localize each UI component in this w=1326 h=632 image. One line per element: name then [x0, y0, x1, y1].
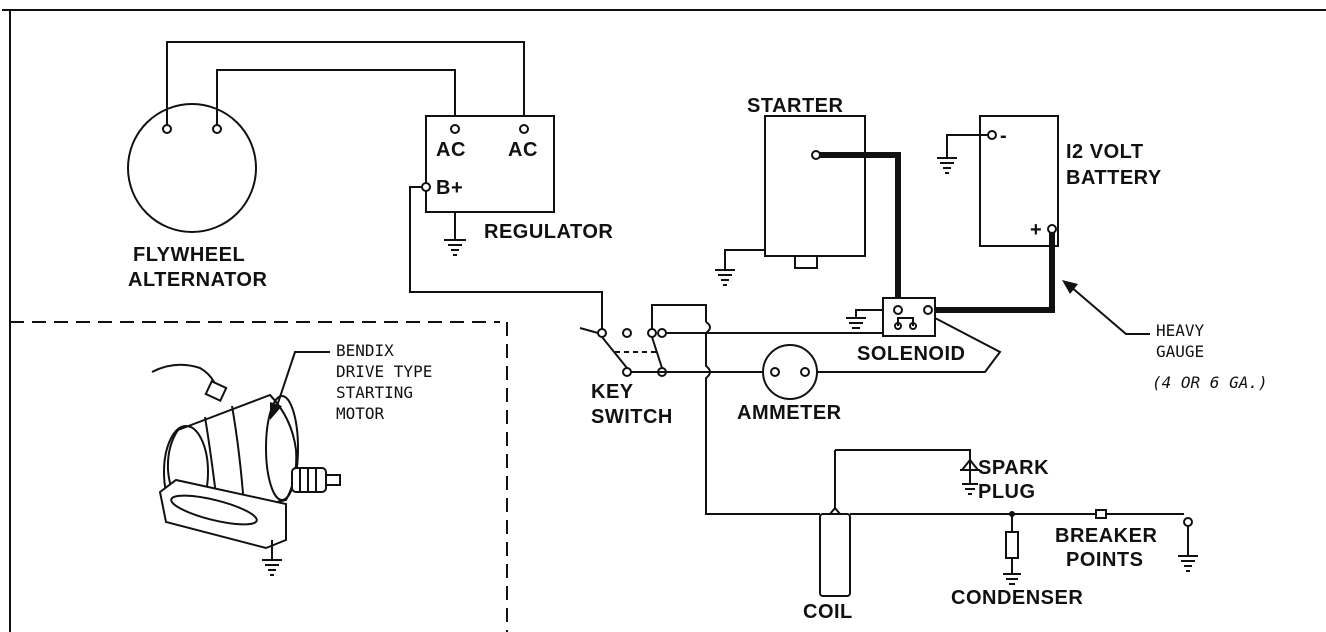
starter-ground-icon — [715, 249, 765, 286]
breaker-points-label-2: POINTS — [1066, 549, 1143, 571]
starter-label: STARTER — [747, 95, 844, 117]
key-switch-label-2: SWITCH — [591, 406, 673, 428]
flywheel-alternator-label-2: ALTERNATOR — [128, 269, 267, 291]
bendix-starting-motor-drawing — [151, 363, 341, 576]
spark-plug-label: SPARK — [978, 457, 1049, 479]
battery-label: I2 VOLT — [1066, 141, 1144, 163]
regulator: AC AC B+ REGULATOR — [421, 115, 613, 243]
heavy-gauge-label-2: GAUGE — [1156, 342, 1204, 361]
b-plus-wire — [409, 186, 603, 330]
regulator-label: REGULATOR — [484, 221, 613, 243]
battery: - + I2 VOLT BATTERY — [979, 115, 1162, 247]
heavy-gauge-label: HEAVY — [1156, 321, 1205, 340]
ammeter: AMMETER — [737, 344, 842, 424]
bendix-callout: BENDIX DRIVE TYPE STARTING MOTOR — [270, 341, 432, 423]
regulator-ac-right-label: AC — [508, 139, 538, 161]
starter-heavy-cable — [820, 152, 901, 308]
battery-heavy-cable — [928, 233, 1055, 313]
regulator-ac-left-label: AC — [436, 139, 466, 161]
battery-ground-icon — [937, 134, 988, 174]
heavy-gauge-annotation: HEAVY GAUGE (4 OR 6 GA.) — [1062, 280, 1268, 392]
solenoid-bracket — [934, 317, 1002, 373]
condenser-label: CONDENSER — [951, 587, 1083, 609]
breaker-points-label: BREAKER — [1055, 525, 1157, 547]
bendix-label-3: STARTING — [336, 383, 413, 402]
battery-pos-label: + — [1030, 219, 1042, 241]
bendix-label: BENDIX — [336, 341, 394, 360]
bendix-label-4: MOTOR — [336, 404, 385, 423]
regulator-b-plus-label: B+ — [436, 177, 463, 199]
solenoid-label: SOLENOID — [857, 343, 965, 365]
flywheel-alternator-label: FLYWHEEL — [133, 244, 245, 266]
solenoid: SOLENOID — [857, 297, 965, 365]
starter: STARTER — [747, 95, 866, 269]
coil-label: COIL — [803, 601, 853, 623]
battery-label-2: BATTERY — [1066, 167, 1162, 189]
coil: COIL — [803, 450, 853, 623]
solenoid-ground-icon — [846, 309, 883, 329]
condenser: CONDENSER — [951, 511, 1083, 609]
spark-plug-label-2: PLUG — [978, 481, 1036, 503]
key-switch-label: KEY — [591, 381, 634, 403]
ignition-feed-wire — [705, 321, 820, 515]
breaker-points: BREAKER POINTS — [1055, 509, 1198, 572]
ammeter-label: AMMETER — [737, 402, 842, 424]
alternator-ac-wires — [166, 41, 525, 125]
key-switch-top-bus — [651, 304, 707, 329]
heavy-gauge-label-3: (4 OR 6 GA.) — [1152, 373, 1268, 392]
spark-plug: SPARK PLUG — [835, 449, 1049, 503]
key-switch: KEY SWITCH — [579, 327, 673, 428]
bendix-inset-frame — [10, 321, 508, 632]
flywheel-alternator: FLYWHEEL ALTERNATOR — [127, 103, 267, 291]
battery-neg-label: - — [1000, 125, 1007, 147]
bendix-label-2: DRIVE TYPE — [336, 362, 432, 381]
regulator-ground-icon — [444, 212, 466, 256]
